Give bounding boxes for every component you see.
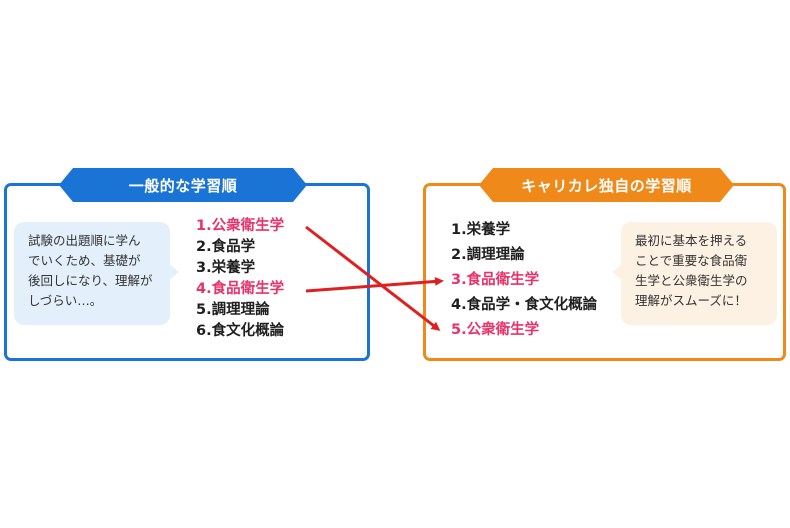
carrican-item-public-health: 5.公衆衛生学 (451, 322, 540, 338)
carrican-item-cooking-theory: 2.調理理論 (451, 247, 525, 263)
general-note-line: 試験の出題順に学ん (28, 233, 141, 248)
carrican-note-line: ことで重要な食品衛 (635, 253, 748, 268)
general-note-line: 後回しになり、理解が (28, 273, 153, 288)
general-item-public-health: 1.公衆衛生学 (196, 218, 285, 234)
general-note-line: でいくため、基礎が (28, 253, 141, 268)
carrican-item-food-hygiene: 3.食品衛生学 (451, 272, 540, 288)
carrican-item-food-science-culture: 4.食品学・食文化概論 (451, 297, 598, 313)
general-order-title: 一般的な学習順 (59, 168, 307, 202)
general-item-food-hygiene: 4.食品衛生学 (196, 281, 285, 297)
carrican-order-list: 1.栄養学 2.調理理論 3.食品衛生学 4.食品学・食文化概論 5.公衆衛生学 (451, 218, 597, 343)
carrican-note-line: 生学と公衆衛生学の (635, 273, 748, 288)
carrican-item-nutrition: 1.栄養学 (451, 222, 511, 238)
general-note-line: しづらい…。 (28, 293, 103, 308)
carrican-order-title: キャリカレ独自の学習順 (479, 168, 734, 202)
carrican-note-line: 理解がスムーズに！ (635, 293, 747, 308)
carrican-order-note-bubble: 最初に基本を押える ことで重要な食品衛 生学と公衆衛生学の 理解がスムーズに！ (612, 222, 777, 325)
general-order-list: 1.公衆衛生学 2.食品学 3.栄養学 4.食品衛生学 5.調理理論 6.食文化… (196, 216, 284, 342)
general-item-food-science: 2.食品学 (196, 239, 256, 255)
carrican-note-line: 最初に基本を押える (635, 233, 748, 248)
general-item-food-culture: 6.食文化概論 (196, 323, 285, 339)
general-item-nutrition: 3.栄養学 (196, 260, 256, 276)
general-order-note-bubble: 試験の出題順に学ん でいくため、基礎が 後回しになり、理解が しづらい…。 (14, 222, 179, 325)
general-item-cooking-theory: 5.調理理論 (196, 302, 270, 318)
